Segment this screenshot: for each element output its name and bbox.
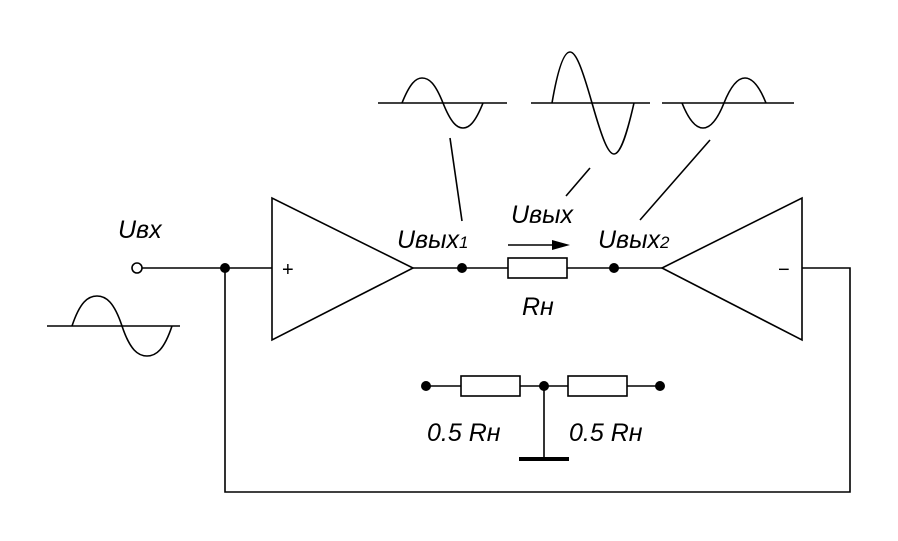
output2-label-sub: 2 [659,233,670,252]
half-load-right-label: 0.5 Rн [569,419,643,447]
output2-node [609,263,619,273]
output1-leader-line [449,137,463,222]
output-voltage-label: Uвых [511,201,574,229]
half-load-resistor-right [567,375,628,397]
output2-sine [681,77,767,129]
output2-waveform [662,77,794,129]
half-load-resistor-left [460,375,521,397]
input-sine [71,295,173,357]
output2-leader-line [639,139,711,221]
output-sine [551,51,635,155]
amplifier-1-plus-sign: + [282,259,294,281]
input-terminal [131,262,143,274]
output1-voltage-label: Uвых1 [397,226,468,254]
input-waveform [47,295,180,357]
output1-label-sub: 1 [459,233,468,252]
half-load-left-node [421,381,431,391]
amplifier-2 [660,196,803,342]
input-voltage-label: Uвх [118,216,163,244]
output2-label-main: Uвых [598,226,661,254]
load-resistor-label: Rн [522,293,554,321]
output1-label-main: Uвых [397,226,460,254]
output2-voltage-label: Uвых2 [598,226,670,254]
voltage-arrow [508,240,570,250]
output-waveform [531,51,650,155]
output1-waveform [378,77,507,129]
output1-sine [401,77,484,129]
half-load-right-node [655,381,665,391]
load-resistor [507,257,568,279]
half-load-left-label: 0.5 Rн [427,419,501,447]
feedback-loop-wire [224,267,851,493]
output-leader-line [565,167,591,197]
amplifier-1 [271,196,415,342]
output1-node [457,263,467,273]
amplifier-2-minus-sign: − [778,259,790,281]
